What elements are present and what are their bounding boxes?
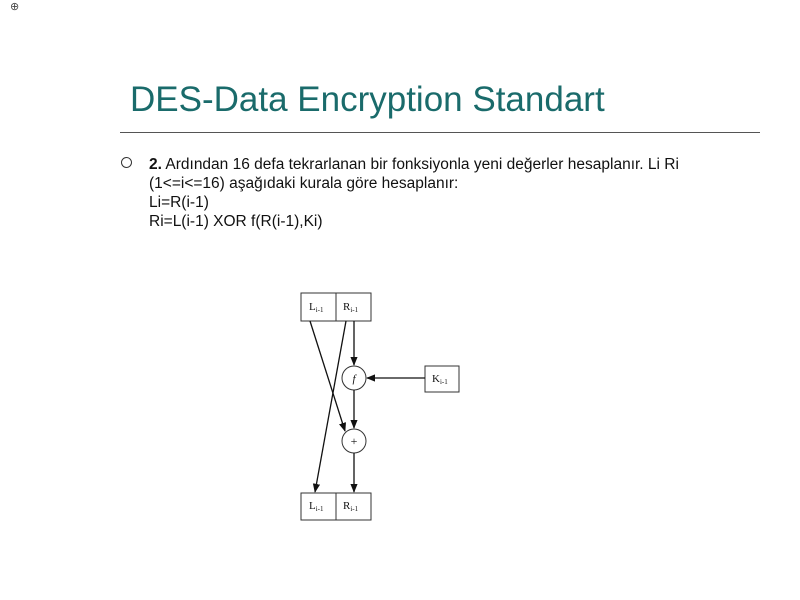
- bullet-number: 2.: [149, 156, 162, 173]
- top-left-label: Li-1: [309, 301, 324, 314]
- xor-node-label: +: [351, 434, 358, 448]
- slide-title: DES-Data Encryption Standart: [130, 80, 605, 119]
- corner-mark-icon: ⊕: [10, 1, 20, 13]
- bullet-text: 2. Ardından 16 defa tekrarlanan bir fonk…: [149, 155, 769, 231]
- key-cell: [424, 365, 460, 393]
- bullet-line-4: Ri=L(i-1) XOR f(R(i-1),Ki): [149, 213, 323, 230]
- bottom-left-label: Li-1: [309, 500, 324, 513]
- title-divider: [120, 132, 760, 133]
- arrow-r-to-new-l: [312, 320, 347, 493]
- bullet-line-3: Li=R(i-1): [149, 194, 209, 211]
- function-node-label: f: [352, 373, 357, 385]
- bottom-right-label: Ri-1: [343, 500, 359, 513]
- bullet-circle-icon: [121, 157, 132, 168]
- top-right-label: Ri-1: [343, 301, 359, 314]
- arrow-l-to-xor: [309, 320, 346, 432]
- bottom-left-cell: [300, 492, 337, 521]
- bullet-line-2: (1<=i<=16) aşağıdaki kurala göre hesapla…: [149, 175, 459, 192]
- bottom-right-cell: [335, 492, 372, 521]
- bullet-line-1-text: Ardından 16 defa tekrarlanan bir fonksiy…: [161, 156, 679, 173]
- bullet-line-1: 2. Ardından 16 defa tekrarlanan bir fonk…: [149, 155, 769, 174]
- key-label: Ki-1: [432, 373, 448, 386]
- top-left-cell: [300, 292, 337, 322]
